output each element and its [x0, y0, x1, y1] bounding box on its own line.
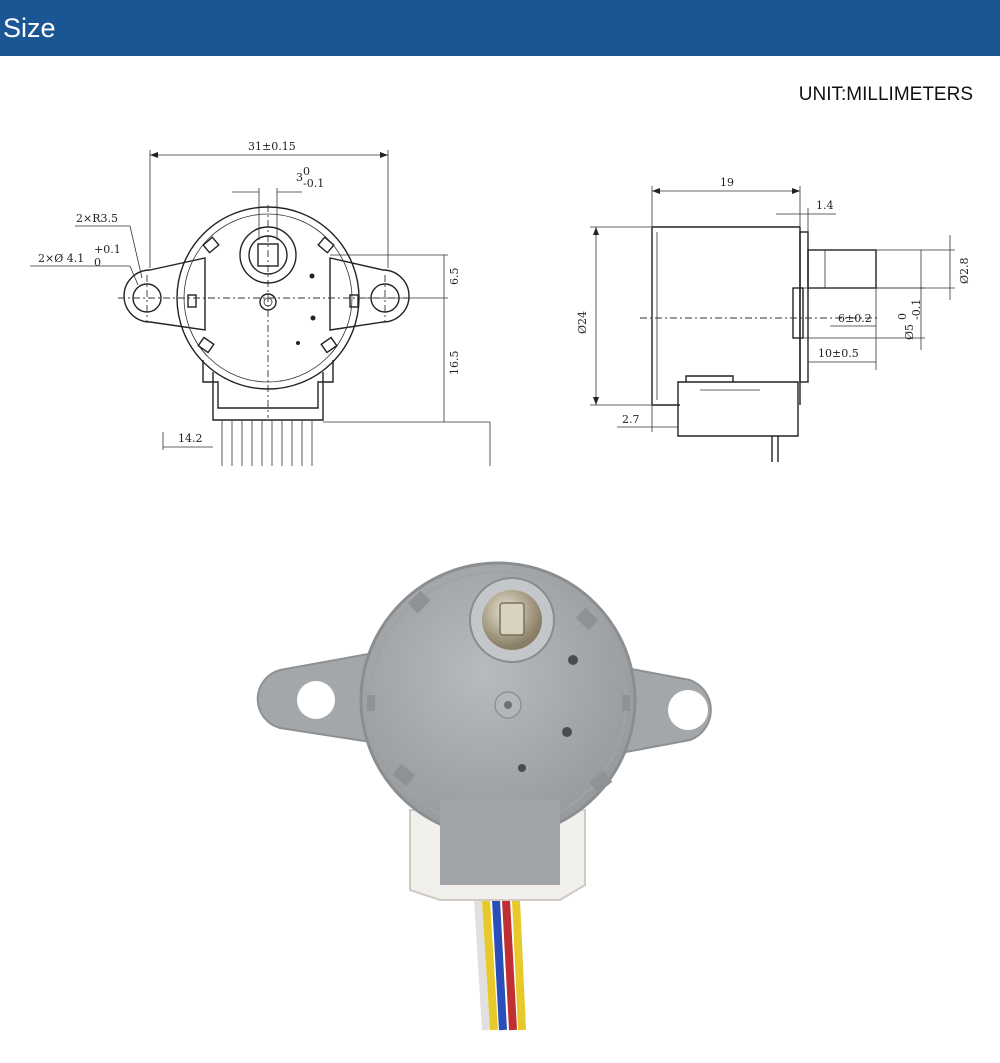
- connector-dim-label: 14.2: [178, 432, 203, 445]
- ear-radius-label: 2×R3.5: [76, 212, 118, 225]
- offset-dim-label: 6.5: [448, 268, 461, 286]
- stepper-motor-photo: [256, 561, 712, 1031]
- front-view-labels: 31±0.15 3 0 -0.1 2×R3.5 2×Ø 4.1 +0.1 0 6…: [38, 140, 461, 445]
- boss-dia-label: Ø5: [903, 324, 916, 340]
- side-view-labels: 19 1.4 Ø24 Ø2.8 6±0.2 Ø5 0 -0.1 10±0.5 2…: [576, 176, 971, 426]
- shaft-flat-sup-label: 0: [303, 165, 310, 178]
- flange-dim-label: 1.4: [816, 199, 834, 212]
- shaft-len-label: 6±0.2: [838, 312, 872, 325]
- hole-sub-label: 0: [94, 256, 101, 269]
- shaft-dia-label: Ø2.8: [958, 257, 971, 284]
- height-dim-label: 16.5: [448, 351, 461, 376]
- boss-sup-label: 0: [896, 313, 909, 320]
- length-dim-label: 19: [720, 176, 734, 189]
- technical-drawing: 31±0.15 3 0 -0.1 2×R3.5 2×Ø 4.1 +0.1 0 6…: [30, 140, 971, 466]
- width-dim-label: 31±0.15: [248, 140, 296, 153]
- shaft-flat-dim-label: 3: [296, 171, 303, 184]
- body-dia-label: Ø24: [576, 311, 589, 334]
- section-header: Size: [0, 0, 1000, 56]
- boss-sub-label: -0.1: [910, 299, 923, 320]
- hole-sup-label: +0.1: [94, 243, 121, 256]
- product-photo: [256, 561, 712, 1031]
- hole-dim-label: 2×Ø 4.1: [38, 252, 84, 265]
- shaft-total-label: 10±0.5: [818, 347, 859, 360]
- front-view-drawing: [30, 150, 491, 466]
- shaft-flat-sub-label: -0.1: [303, 177, 324, 190]
- section-title: Size: [3, 13, 56, 43]
- base-dim-label: 2.7: [622, 413, 640, 426]
- side-view-drawing: [590, 186, 955, 462]
- unit-label: UNIT:MILLIMETERS: [798, 84, 973, 105]
